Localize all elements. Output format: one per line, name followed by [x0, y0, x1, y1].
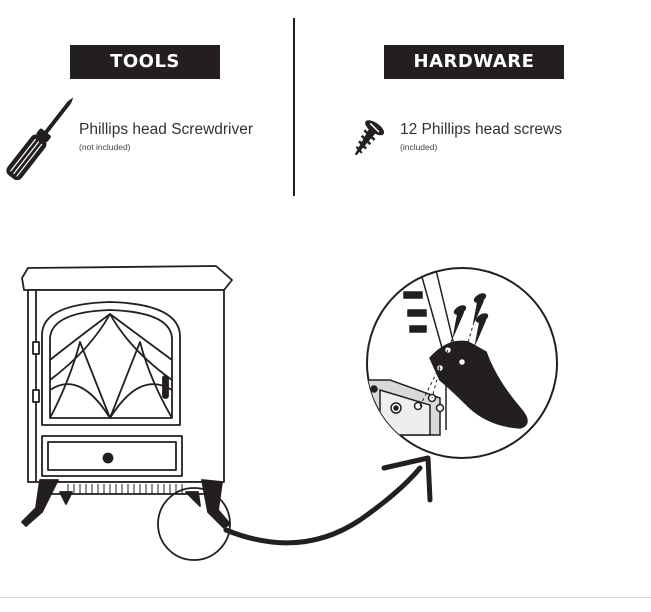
fireplace-stove-icon: [21, 265, 233, 529]
screw-icon: [354, 120, 385, 156]
screwdriver-icon: [6, 97, 74, 181]
hardware-needed-heading: HARDWARE NEEDED: [384, 45, 564, 106]
hardware-item-name: 12 Phillips head screws: [400, 121, 562, 138]
section-divider: [293, 18, 295, 196]
tools-needed-heading: TOOLS NEEDED: [70, 45, 220, 106]
bottom-rule: [0, 597, 651, 598]
assembly-illustration: [21, 265, 558, 561]
tool-item-note: (not included): [79, 142, 131, 152]
detail-arrow: [223, 465, 423, 546]
hardware-item-note: (included): [400, 142, 438, 152]
leg-bracket-detail-icon: [366, 267, 558, 459]
tool-item-name: Phillips head Screwdriver: [79, 121, 254, 138]
detail-highlight-circle: [157, 487, 231, 561]
